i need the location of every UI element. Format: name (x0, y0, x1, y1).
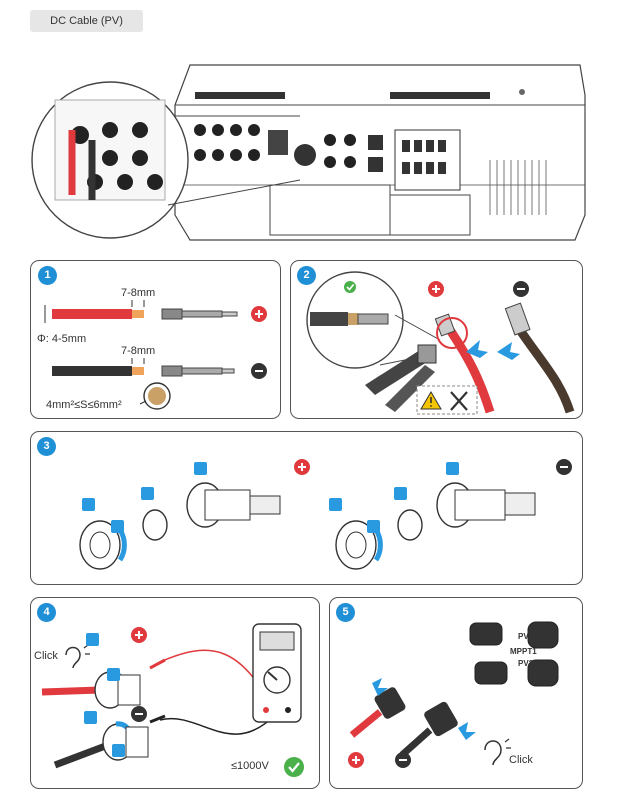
click-label-step-5: Click (509, 754, 533, 766)
step-1-badge: 1 (38, 266, 57, 285)
arrow-icon (497, 342, 520, 360)
check-icon (284, 757, 304, 777)
warning-icon (420, 391, 442, 410)
section-tag: DC Cable (PV) (30, 10, 143, 32)
arrow-icon (372, 678, 388, 696)
plus-icon (348, 752, 364, 768)
plus-icon (131, 627, 147, 643)
strip-length-negative: 7-8mm (121, 345, 156, 357)
ear-icon (484, 738, 511, 766)
cross-section: 4mm²≤S≤6mm² (46, 399, 122, 411)
plus-icon (294, 459, 310, 475)
minus-icon (131, 706, 147, 722)
arrow-icon (458, 722, 476, 740)
arrow-icon (466, 340, 488, 358)
pv2-label: PV2 (518, 659, 534, 668)
mppt-label: MPPT1 (510, 647, 537, 656)
pv1-label: PV1 (518, 632, 534, 641)
minus-icon (395, 752, 411, 768)
tools-icon (450, 391, 468, 411)
step-5-badge: 5 (336, 603, 355, 622)
minus-icon (251, 363, 267, 379)
step-2-badge: 2 (297, 266, 316, 285)
step-3-badge: 3 (37, 437, 56, 456)
step-4-badge: 4 (37, 603, 56, 622)
wire-diameter: Φ: 4-5mm (37, 333, 87, 345)
minus-icon (513, 281, 529, 297)
heatsink (489, 160, 547, 215)
plus-icon (428, 281, 444, 297)
voltage-limit: ≤1000V (231, 760, 269, 772)
strip-length-positive: 7-8mm (121, 287, 156, 299)
click-label-step-4: Click (34, 650, 58, 662)
minus-icon (556, 459, 572, 475)
check-icon (344, 281, 356, 293)
plus-icon (251, 306, 267, 322)
